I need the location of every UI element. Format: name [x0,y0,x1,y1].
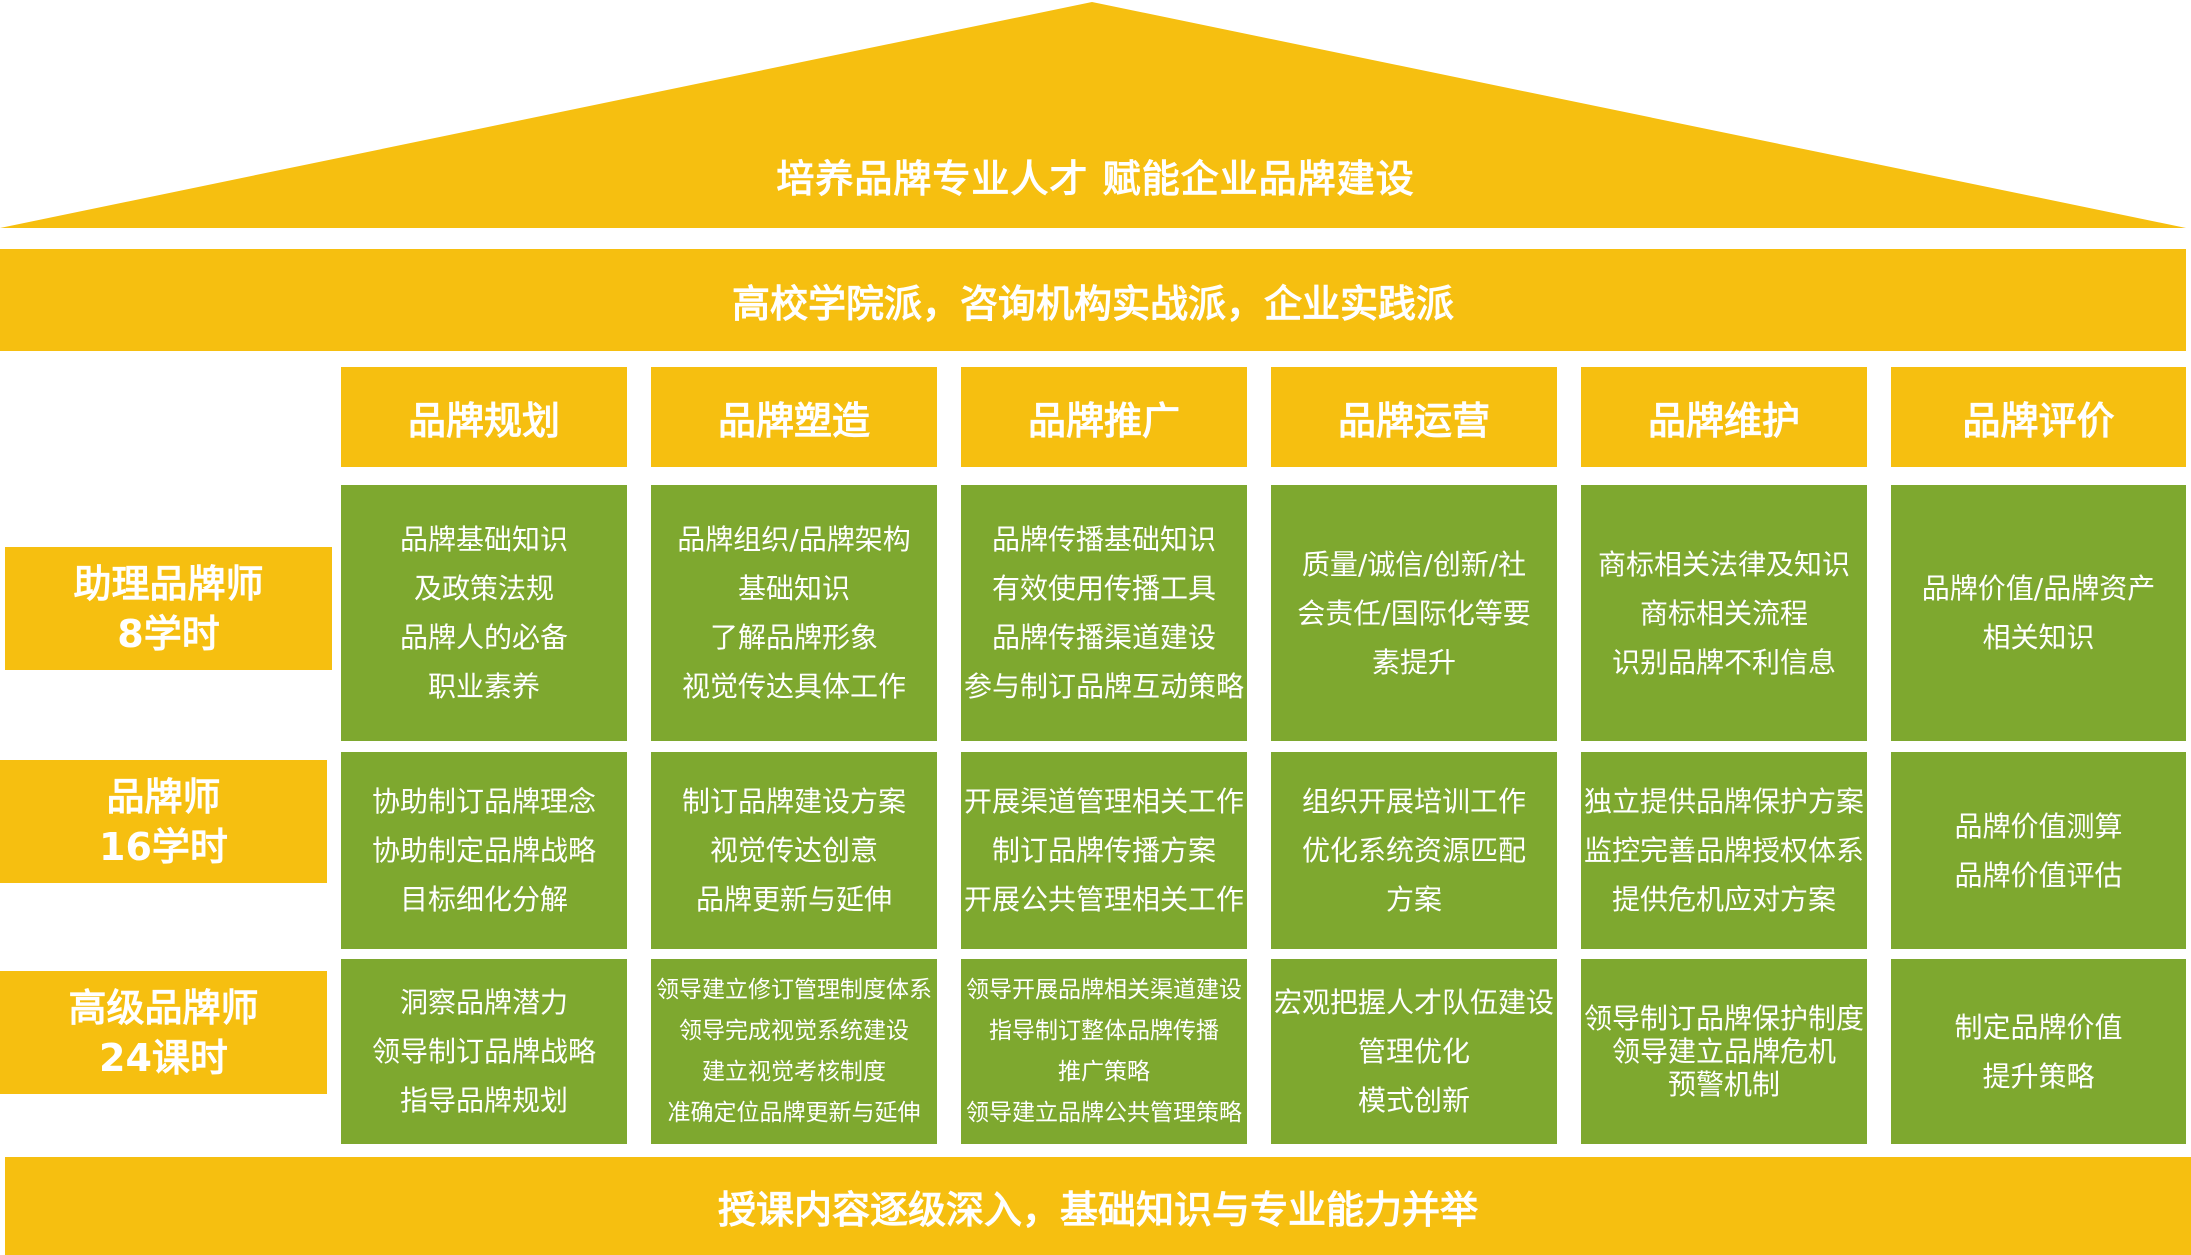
cell-line: 领导完成视觉系统建设 [679,1017,909,1044]
cell-line: 有效使用传播工具 [991,572,1216,605]
cell-line: 开展公共管理相关工作 [963,883,1244,916]
cell-manager-planning: 协助制订品牌理念 协助制定品牌战略 目标细化分解 [341,752,627,949]
cell-line: 制订品牌建设方案 [681,785,906,818]
column-header-brand-operation: 品牌运营 [1271,367,1557,467]
cell-line: 领导制订品牌保护制度 [1583,1002,1864,1035]
cell-line: 制订品牌传播方案 [991,834,1216,867]
cell-line: 参与制订品牌互动策略 [963,670,1244,703]
cell-senior-operation: 宏观把握人才队伍建设 管理优化 模式创新 [1271,959,1557,1144]
cell-line: 预警机制 [1667,1068,1780,1101]
cell-line: 提升策略 [1982,1059,2095,1093]
cell-line: 了解品牌形象 [709,621,878,654]
cell-assistant-operation: 质量/诚信/创新/社 会责任/国际化等要 素提升 [1271,485,1557,741]
row-title: 高级品牌师 [68,985,259,1030]
cell-line: 模式创新 [1357,1084,1470,1117]
cell-line: 品牌基础知识 [399,523,568,556]
cell-line: 指导品牌规划 [399,1084,568,1117]
cell-senior-evaluation: 制定品牌价值 提升策略 [1891,959,2186,1144]
cell-line: 品牌更新与延伸 [695,883,892,916]
cell-line: 品牌人的必备 [399,621,568,654]
footer-banner: 授课内容逐级深入，基础知识与专业能力并举 [5,1157,2191,1255]
cell-line: 领导建立品牌危机 [1611,1035,1836,1068]
cell-line: 优化系统资源匹配 [1301,834,1526,867]
cell-line: 视觉传达具体工作 [681,670,906,703]
cell-manager-building: 制订品牌建设方案 视觉传达创意 品牌更新与延伸 [651,752,937,949]
roof [0,2,2186,228]
banner: 高校学院派，咨询机构实战派，企业实践派 [0,249,2186,351]
cell-line: 协助制定品牌战略 [371,834,596,867]
column-header-brand-planning: 品牌规划 [341,367,627,467]
column-header-brand-promotion: 品牌推广 [961,367,1247,467]
cell-line: 领导建立修订管理制度体系 [656,976,932,1003]
cell-senior-building: 领导建立修订管理制度体系 领导完成视觉系统建设 建立视觉考核制度 准确定位品牌更… [651,959,937,1144]
cell-assistant-maintenance: 商标相关法律及知识 商标相关流程 识别品牌不利信息 [1581,485,1867,741]
cell-line: 领导制订品牌战略 [371,1035,596,1068]
cell-line: 品牌传播渠道建设 [991,621,1216,654]
cell-manager-operation: 组织开展培训工作 优化系统资源匹配 方案 [1271,752,1557,949]
cell-line: 及政策法规 [413,572,554,605]
cell-line: 品牌价值/品牌资产 [1921,572,2156,605]
cell-line: 品牌价值评估 [1954,858,2123,892]
cell-senior-maintenance: 领导制订品牌保护制度 领导建立品牌危机 预警机制 [1581,959,1867,1144]
row-header-brand-manager: 品牌师 16学时 [0,760,327,883]
cell-line: 视觉传达创意 [709,834,878,867]
cell-line: 目标细化分解 [399,883,568,916]
cell-manager-promotion: 开展渠道管理相关工作 制订品牌传播方案 开展公共管理相关工作 [961,752,1247,949]
cell-line: 制定品牌价值 [1954,1010,2123,1044]
cell-senior-promotion: 领导开展品牌相关渠道建设 指导制订整体品牌传播 推广策略 领导建立品牌公共管理策… [961,959,1247,1144]
cell-line: 领导开展品牌相关渠道建设 [966,976,1242,1003]
cell-line: 建立视觉考核制度 [702,1058,886,1085]
row-header-senior-brand-manager: 高级品牌师 24课时 [0,971,327,1094]
cell-line: 洞察品牌潜力 [399,986,568,1019]
cell-line: 识别品牌不利信息 [1611,645,1836,679]
cell-assistant-evaluation: 品牌价值/品牌资产 相关知识 [1891,485,2186,741]
cell-line: 准确定位品牌更新与延伸 [667,1099,921,1126]
cell-assistant-planning: 品牌基础知识 及政策法规 品牌人的必备 职业素养 [341,485,627,741]
cell-line: 独立提供品牌保护方案 [1583,785,1864,818]
cell-line: 会责任/国际化等要 [1297,596,1531,630]
row-title: 品牌师 [106,774,221,819]
cell-manager-evaluation: 品牌价值测算 品牌价值评估 [1891,752,2186,949]
cell-line: 职业素养 [427,670,540,703]
row-title: 助理品牌师 [73,561,264,606]
row-hours: 16学时 [99,824,228,869]
cell-line: 领导建立品牌公共管理策略 [966,1099,1242,1126]
cell-line: 提供危机应对方案 [1611,883,1836,916]
cell-line: 协助制订品牌理念 [371,785,596,818]
cell-line: 商标相关法律及知识 [1597,547,1850,581]
row-hours: 8学时 [117,611,220,656]
column-header-brand-building: 品牌塑造 [651,367,937,467]
cell-line: 管理优化 [1357,1035,1470,1068]
cell-line: 相关知识 [1982,621,2095,654]
row-hours: 24课时 [99,1035,228,1080]
cell-line: 基础知识 [737,572,850,605]
cell-line: 方案 [1385,883,1442,916]
column-header-brand-maintenance: 品牌维护 [1581,367,1867,467]
cell-line: 质量/诚信/创新/社 [1301,547,1527,581]
cell-line: 推广策略 [1058,1058,1150,1085]
cell-line: 品牌价值测算 [1954,809,2123,843]
cell-senior-planning: 洞察品牌潜力 领导制订品牌战略 指导品牌规划 [341,959,627,1144]
cell-line: 开展渠道管理相关工作 [963,785,1244,818]
cell-assistant-promotion: 品牌传播基础知识 有效使用传播工具 品牌传播渠道建设 参与制订品牌互动策略 [961,485,1247,741]
cell-line: 宏观把握人才队伍建设 [1273,986,1554,1019]
cell-line: 指导制订整体品牌传播 [989,1017,1219,1044]
column-header-brand-evaluation: 品牌评价 [1891,367,2186,467]
cell-line: 监控完善品牌授权体系 [1583,834,1864,867]
roof-title: 培养品牌专业人才 赋能企业品牌建设 [776,156,1415,201]
cell-assistant-building: 品牌组织/品牌架构 基础知识 了解品牌形象 视觉传达具体工作 [651,485,937,741]
cell-line: 素提升 [1371,645,1456,679]
cell-line: 品牌传播基础知识 [991,523,1216,556]
cell-line: 组织开展培训工作 [1301,785,1526,818]
row-header-assistant-brand-manager: 助理品牌师 8学时 [5,547,332,670]
cell-manager-maintenance: 独立提供品牌保护方案 监控完善品牌授权体系 提供危机应对方案 [1581,752,1867,949]
cell-line: 商标相关流程 [1639,596,1808,630]
cell-line: 品牌组织/品牌架构 [677,523,911,556]
